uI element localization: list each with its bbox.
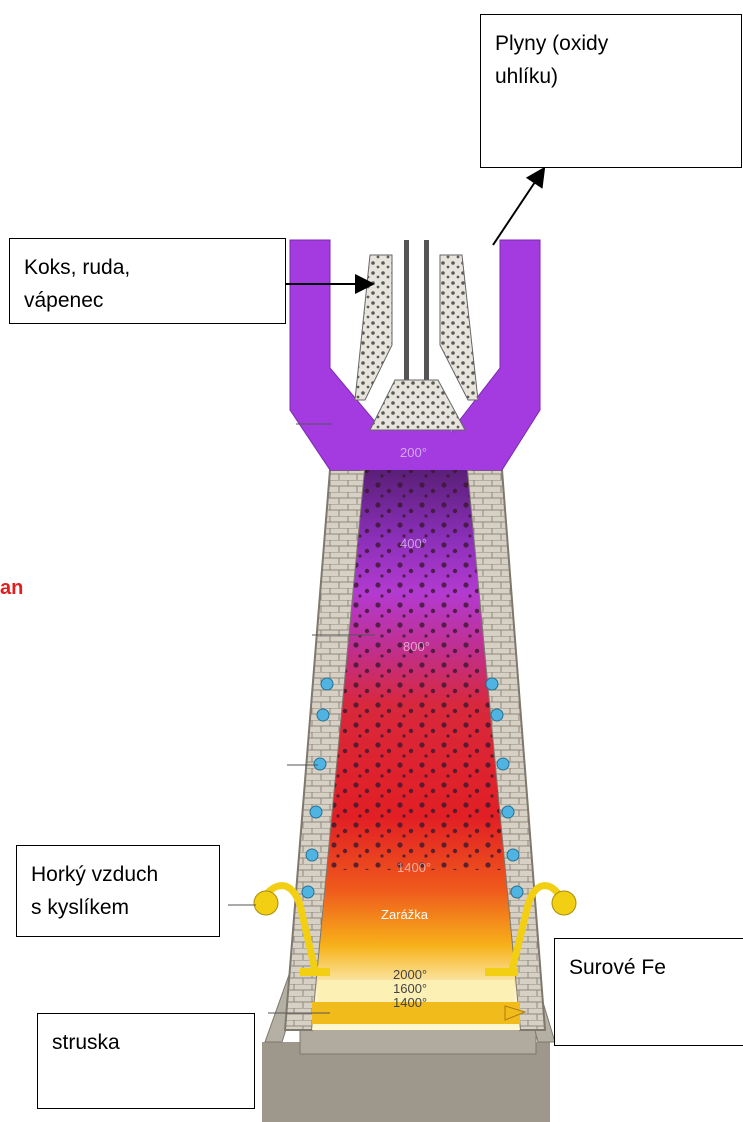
- temp-1600: 1600°: [393, 981, 427, 996]
- gases-label-box: Plyny (oxidy uhlíku): [480, 14, 742, 168]
- tuyere: [507, 849, 519, 861]
- temp-1400-mid: 1400°: [397, 860, 431, 875]
- left-charge-bell: [355, 255, 392, 400]
- temp-1400-low: 1400°: [393, 995, 427, 1010]
- temp-2000: 2000°: [393, 967, 427, 982]
- tuyere: [306, 849, 318, 861]
- tuyere: [321, 678, 333, 690]
- tuyere: [502, 806, 514, 818]
- tuyere: [317, 709, 329, 721]
- tuyere: [491, 709, 503, 721]
- temp-200: 200°: [400, 445, 427, 460]
- tuyere: [302, 886, 314, 898]
- right-hot-air-bustle: [552, 891, 576, 915]
- right-charge-bell: [440, 255, 478, 400]
- gas-arrow: [493, 170, 543, 245]
- tuyere: [314, 758, 326, 770]
- temp-800: 800°: [403, 639, 430, 654]
- hearth-block: [300, 1028, 536, 1054]
- temp-400: 400°: [400, 536, 427, 551]
- center-charge-pile: [370, 380, 465, 430]
- charge-label-box: Koks, ruda, vápenec: [9, 238, 286, 324]
- tuyere: [486, 678, 498, 690]
- slag-label-box: struska: [37, 1013, 255, 1109]
- zone-label: Zarážka: [381, 907, 429, 922]
- tuyere: [310, 806, 322, 818]
- pig-iron-label-box: Surové Fe: [554, 938, 743, 1046]
- partial-red-label: an: [0, 577, 23, 600]
- hot-air-label-box: Horký vzduch s kyslíkem: [16, 845, 220, 937]
- tuyere: [497, 758, 509, 770]
- tuyere: [511, 886, 523, 898]
- left-hot-air-bustle: [254, 891, 278, 915]
